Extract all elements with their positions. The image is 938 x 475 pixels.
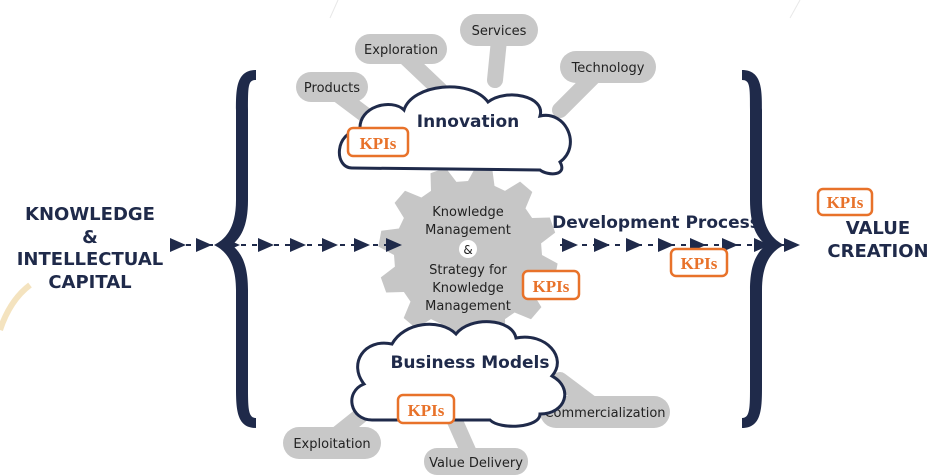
kpi-badge-business: [396, 393, 456, 425]
watermark-line: [329, 0, 339, 19]
knowledge-capital-label: KNOWLEDGE & INTELLECTUAL CAPITAL: [4, 204, 176, 294]
gear-line-4: Strategy for: [429, 263, 507, 278]
tag-exploration-label: Exploration: [364, 43, 438, 58]
left-line-4: CAPITAL: [48, 271, 132, 293]
tag-value-delivery: [424, 448, 528, 475]
tag-services-label: Services: [472, 24, 527, 39]
watermark-arc: [0, 282, 32, 331]
tag-commercialization: [540, 396, 670, 428]
gear-line-1: Knowledge: [432, 205, 503, 220]
innovation-title: Innovation: [417, 112, 520, 132]
right-line-2: CREATION: [827, 240, 929, 262]
kpi-badge-innovation: [346, 126, 410, 158]
gear-line-3: &: [463, 243, 472, 257]
gear-line-6: Management: [425, 299, 511, 314]
gear-line-2: Management: [425, 223, 511, 238]
arrow-head: [626, 238, 642, 252]
tag-exploitation: [283, 427, 381, 459]
kpi-badge-gear: [521, 269, 581, 301]
tag-technology: [560, 51, 656, 83]
kpi-text-innovation: KPIs: [360, 134, 397, 153]
business-tags: Exploitation Value Delivery Commercializ…: [283, 372, 670, 475]
tag-technology-label: Technology: [571, 61, 645, 76]
left-brace: [214, 70, 256, 428]
kpi-text-gear: KPIs: [533, 277, 570, 296]
watermark-line: [789, 0, 801, 19]
arrow-head: [386, 238, 402, 252]
tag-commercialization-label: Commercialization: [544, 406, 665, 421]
tag-value-delivery-label: Value Delivery: [429, 456, 523, 471]
kpi-badges: KPIs KPIs KPIs KPIs KPIs: [346, 126, 874, 425]
kpi-text-value: KPIs: [827, 193, 864, 212]
kpi-text-business: KPIs: [408, 401, 445, 420]
tag-products-label: Products: [304, 81, 360, 96]
tag-exploitation-label: Exploitation: [293, 437, 370, 452]
business-title: Business Models: [390, 353, 549, 373]
tag-products: [296, 72, 368, 102]
innovation-tags: Products Exploration Services Technology: [296, 14, 656, 128]
left-line-3: INTELLECTUAL: [16, 249, 164, 270]
kpi-text-process: KPIs: [681, 254, 718, 273]
gear-line-5: Knowledge: [432, 281, 503, 296]
value-creation-label: VALUE CREATION: [818, 218, 938, 263]
gear-ampersand-circle: [459, 240, 477, 258]
right-brace: [742, 70, 784, 428]
arrow-head: [594, 238, 610, 252]
kpi-badge-process: [669, 247, 729, 278]
right-line-1: VALUE: [845, 218, 911, 239]
arrow-head: [170, 238, 186, 252]
left-line-2: &: [82, 226, 98, 248]
business-cloud: [350, 320, 567, 428]
tag-exploration: [355, 34, 447, 64]
arrow-head: [658, 238, 674, 252]
tag-services: [460, 14, 538, 46]
development-process-label: Development Process: [552, 213, 760, 233]
arrow-head: [196, 238, 212, 252]
left-line-1: KNOWLEDGE: [25, 204, 155, 225]
gear-text: Knowledge Management & Strategy for Know…: [425, 205, 511, 314]
kpi-badge-value: [816, 187, 874, 217]
arrow-head: [562, 238, 578, 252]
